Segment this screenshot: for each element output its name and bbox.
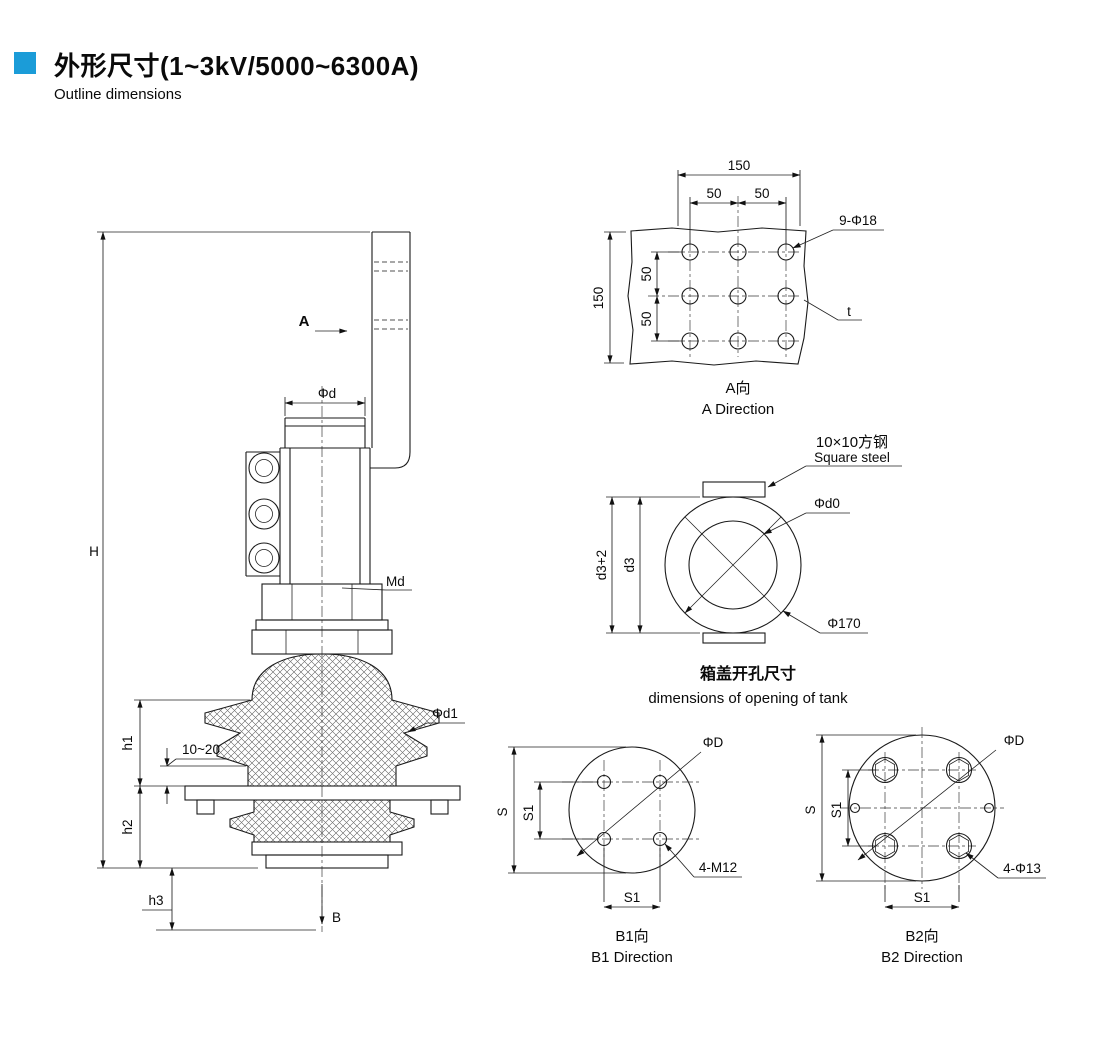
view-title-b1-cn: B1向 (615, 928, 648, 945)
h-dimension: H (89, 231, 370, 869)
thickness-callout: t (803, 299, 862, 321)
section-b-indicator: B (319, 884, 341, 925)
hole-spacing-dimension-top: 50 50 (689, 186, 787, 244)
tapped-holes (596, 774, 668, 847)
tank-opening-view: Φd0 Φ170 10×10方钢 Square steel d3+2 d3 箱盖… (594, 434, 902, 707)
dim-label-phi-D-b1: ΦD (703, 735, 724, 750)
view-title-b2-en: B2 Direction (881, 949, 963, 966)
dim-label-h2: h2 (120, 819, 135, 834)
section-a-label: A (299, 313, 310, 330)
d3-dimensions: d3+2 d3 (594, 496, 700, 634)
conductor-bar (370, 231, 411, 469)
top-cap (284, 417, 366, 448)
view-title-a-en: A Direction (702, 401, 775, 418)
s1-bottom-dimension-b2: S1 (884, 885, 960, 910)
dim-label-50-side-top: 50 (639, 266, 654, 281)
h2-dimension: h2 (120, 785, 143, 869)
callout-label-9-phi18: 9-Φ18 (839, 213, 877, 228)
dim-label-50-left: 50 (706, 186, 721, 201)
view-title-a-cn: A向 (725, 380, 750, 397)
dim-label-phi-D-b2: ΦD (1004, 733, 1025, 748)
plate-outline (627, 227, 809, 366)
flange-circle (568, 746, 696, 874)
s-dimension-b1: S (495, 746, 626, 874)
s-dimension-b2: S (803, 734, 916, 882)
s1-dimension-b2: S1 (829, 769, 876, 847)
dim-label-S1-bottom-b1: S1 (624, 890, 641, 905)
md-nut: Md (261, 574, 412, 621)
dim-label-S-b2: S (803, 805, 818, 814)
main-bushing-view: A Φd Md (89, 231, 465, 932)
callout-label-4-m12: 4-M12 (699, 860, 737, 875)
lower-porcelain (229, 799, 415, 843)
caption-tank-cn: 箱盖开孔尺寸 (700, 664, 796, 683)
callout-label-4-phi13: 4-Φ13 (1003, 861, 1041, 876)
square-steel-callout: 10×10方钢 Square steel (767, 434, 902, 488)
dim-label-150-side: 150 (591, 287, 606, 310)
dim-label-phi-170: Φ170 (827, 616, 860, 631)
dim-label-d3: d3 (622, 557, 637, 572)
dim-label-phi-d: Φd (318, 386, 336, 401)
dim-label-gap: 10~20 (182, 742, 220, 757)
holes-callout: 9-Φ18 (792, 213, 884, 249)
blue-square-icon (14, 52, 36, 74)
height-dimension: 150 (591, 231, 626, 364)
b2-direction-view: ΦD S S1 4-Φ13 S1 B2向 B2 Dir (803, 727, 1046, 966)
phi-d-dimension: Φd (284, 386, 366, 416)
upper-body (279, 447, 371, 584)
dim-label-S1-b1: S1 (521, 805, 536, 822)
label-thickness-t: t (847, 304, 851, 319)
s1-bottom-dimension-b1: S1 (603, 848, 661, 910)
label-square-steel-cn: 10×10方钢 (816, 434, 888, 451)
section-a-indicator: A (299, 313, 348, 334)
dim-label-d3plus2: d3+2 (594, 550, 609, 580)
page-title: 外形尺寸(1~3kV/5000~6300A) (54, 51, 420, 81)
dim-label-S-b1: S (495, 807, 510, 816)
section-b-label: B (332, 910, 341, 925)
s1-dimension-b1: S1 (521, 781, 597, 840)
phi-d1-callout: Φd1 (407, 706, 465, 733)
porcelain-insulator (204, 653, 440, 787)
dim-label-phi-d0: Φd0 (814, 496, 840, 511)
phi-d0-callout: Φd0 (763, 496, 850, 535)
square-steel-bar-bottom (702, 632, 766, 644)
dim-label-phi-d1: Φd1 (432, 706, 458, 721)
dim-label-H: H (89, 544, 99, 559)
caption-tank-en: dimensions of opening of tank (648, 690, 848, 707)
dim-label-50-right: 50 (754, 186, 769, 201)
bolt-holes-3x3 (681, 243, 795, 350)
hole-spacing-dimension-side: 50 50 (639, 251, 682, 342)
dim-label-h3: h3 (148, 893, 163, 908)
square-steel-bar-top (702, 481, 766, 498)
inner-circle (688, 520, 778, 610)
terminal-bolts (245, 451, 280, 577)
section-header: 外形尺寸(1~3kV/5000~6300A) Outline dimension… (14, 46, 419, 103)
base-flange (251, 841, 403, 869)
label-md: Md (386, 574, 405, 589)
dim-label-50-side-bottom: 50 (639, 311, 654, 326)
a-direction-view: 150 50 50 150 50 50 (591, 158, 884, 418)
dim-label-S1-bottom-b2: S1 (914, 890, 931, 905)
h3-dimension: h3 (142, 867, 316, 931)
dim-label-h1: h1 (120, 735, 135, 750)
page-subtitle: Outline dimensions (54, 86, 182, 103)
gap-dimension: 10~20 (160, 742, 246, 804)
view-title-b1-en: B1 Direction (591, 949, 673, 966)
width-dimension: 150 (677, 158, 801, 226)
phi-170-callout: Φ170 (782, 610, 868, 634)
label-square-steel-en: Square steel (814, 450, 890, 465)
dim-label-150-top: 150 (728, 158, 751, 173)
section-marker (14, 52, 36, 103)
m12-callout: 4-M12 (664, 843, 742, 878)
b1-direction-view: ΦD S S1 4-M12 S1 B1向 B1 Dir (495, 735, 742, 966)
phi13-callout: 4-Φ13 (965, 852, 1046, 879)
view-title-b2-cn: B2向 (905, 928, 938, 945)
dim-label-S1-b2: S1 (829, 802, 844, 819)
